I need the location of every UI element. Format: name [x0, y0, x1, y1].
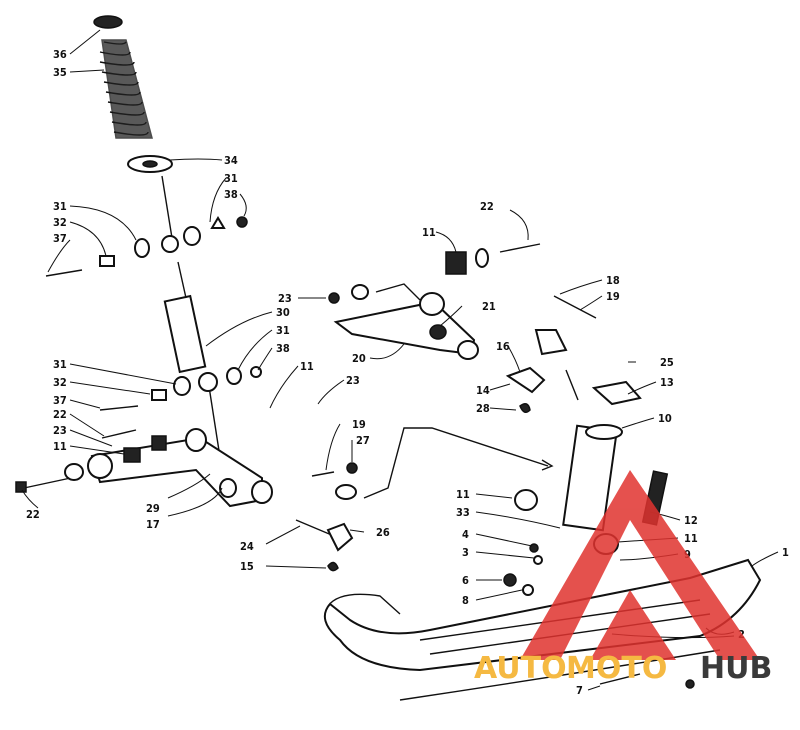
callout-19: 19 [606, 290, 620, 303]
upper-ball-joint [505, 295, 597, 413]
lower-arm-bolt [15, 463, 84, 493]
callout-31: 31 [276, 324, 290, 337]
callout-16: 16 [496, 340, 510, 353]
callout-31: 31 [53, 200, 67, 213]
leader-lines [21, 29, 779, 691]
callout-11: 11 [300, 360, 314, 373]
callout-10: 10 [658, 412, 672, 425]
callout-4: 4 [462, 528, 469, 541]
lower-a-arm [87, 428, 273, 508]
callout-23: 23 [278, 292, 292, 305]
callout-3: 3 [462, 546, 469, 559]
callout-24: 24 [240, 540, 254, 553]
shock-absorber [161, 175, 223, 471]
tie-rod [363, 427, 554, 499]
callout-19: 19 [352, 418, 366, 431]
callout-37: 37 [53, 394, 67, 407]
spring-cap [93, 15, 123, 29]
upper-arm-hardware [328, 243, 541, 340]
upper-shock-hardware [45, 216, 248, 277]
callout-30: 30 [276, 306, 290, 319]
callout-21: 21 [482, 300, 496, 313]
callout-29: 29 [146, 502, 160, 515]
watermark-text-moto: MOTO [566, 651, 667, 686]
callout-labels: 36 35 34 31 38 31 32 37 22 11 23 21 30 3… [26, 48, 789, 697]
logo-triangle [520, 470, 760, 660]
callout-27: 27 [356, 434, 370, 447]
watermark-text-hub: HUB [700, 651, 772, 686]
callout-14: 14 [476, 384, 490, 397]
watermark-text: AUTO MOTO HUB [474, 651, 772, 686]
callout-38: 38 [224, 188, 238, 201]
spring-seat [127, 155, 173, 173]
callout-32: 32 [53, 216, 67, 229]
callout-25: 25 [660, 356, 674, 369]
callout-6: 6 [462, 574, 469, 587]
callout-11: 11 [422, 226, 436, 239]
callout-22: 22 [480, 200, 494, 213]
callout-15: 15 [240, 560, 254, 573]
watermark-logo [520, 470, 760, 660]
callout-31: 31 [224, 172, 238, 185]
callout-18: 18 [606, 274, 620, 287]
callout-7: 7 [576, 684, 583, 697]
callout-8: 8 [462, 594, 469, 607]
callout-26: 26 [376, 526, 390, 539]
callout-37: 37 [53, 232, 67, 245]
tie-rod-end [295, 462, 358, 572]
spindle [562, 369, 642, 532]
upper-a-arm [333, 292, 479, 360]
callout-22: 22 [26, 508, 40, 521]
callout-11: 11 [456, 488, 470, 501]
watermark-text-auto: AUTO [474, 651, 567, 686]
callout-13: 13 [660, 376, 674, 389]
callout-23: 23 [346, 374, 360, 387]
callout-1: 1 [782, 546, 789, 559]
callout-12: 12 [684, 514, 698, 527]
callout-17: 17 [146, 518, 160, 531]
callout-31: 31 [53, 358, 67, 371]
callout-22: 22 [53, 408, 67, 421]
callout-32: 32 [53, 376, 67, 389]
bolt-22-upper [101, 429, 137, 439]
lower-shock-hardware [99, 366, 262, 411]
callout-28: 28 [476, 402, 490, 415]
callout-38: 38 [276, 342, 290, 355]
coil-spring [99, 39, 153, 139]
callout-34: 34 [224, 154, 238, 167]
callout-20: 20 [352, 352, 366, 365]
callout-33: 33 [456, 506, 470, 519]
callout-23: 23 [53, 424, 67, 437]
callout-11: 11 [684, 532, 698, 545]
callout-11: 11 [53, 440, 67, 453]
callout-36: 36 [53, 48, 67, 61]
callout-35: 35 [53, 66, 67, 79]
